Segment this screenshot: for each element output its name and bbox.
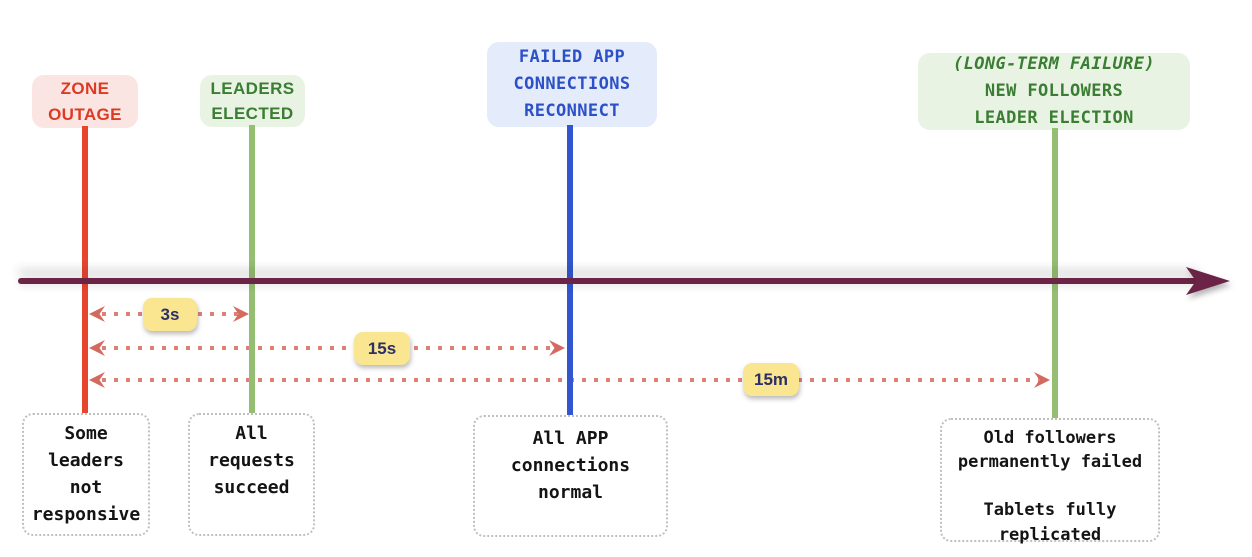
long-term-failure-line: (LONG-TERM FAILURE) [952,53,1156,74]
event-line-new-followers-election [1052,128,1058,418]
note-app-reconnect: All APP connections normal [473,415,668,537]
right-arrowhead-icon [233,306,249,322]
event-line-zone-outage [82,126,88,413]
new-followers-election-lines: NEW FOLLOWERS LEADER ELECTION [974,80,1134,129]
event-line-app-reconnect [567,125,573,415]
duration-badge-15s: 15s [354,332,410,365]
event-label-app-reconnect: FAILED APP CONNECTIONS RECONNECT [487,42,657,127]
note-new-followers-election: Old followers permanently failed Tablets… [940,418,1160,545]
right-arrowhead-icon [1034,372,1050,388]
note-leaders-elected: All requests succeed [188,413,315,536]
timeline-axis [18,278,1198,284]
timeline-arrowhead-icon [1186,267,1230,295]
event-label-leaders-elected: LEADERS ELECTED [200,75,305,127]
left-arrowhead-icon [89,372,105,388]
event-label-new-followers-election: (LONG-TERM FAILURE) NEW FOLLOWERS LEADER… [918,53,1190,130]
left-arrowhead-icon [89,340,105,356]
left-arrowhead-icon [89,306,105,322]
duration-badge-15m: 15m [743,363,799,396]
note-zone-outage: Some leaders not responsive [22,413,150,536]
event-label-zone-outage: ZONE OUTAGE [32,75,138,128]
right-arrowhead-icon [549,340,565,356]
event-line-leaders-elected [249,125,255,413]
duration-arrow-15s [86,338,568,358]
dotted-line [102,346,554,350]
duration-badge-3s: 3s [143,298,197,331]
